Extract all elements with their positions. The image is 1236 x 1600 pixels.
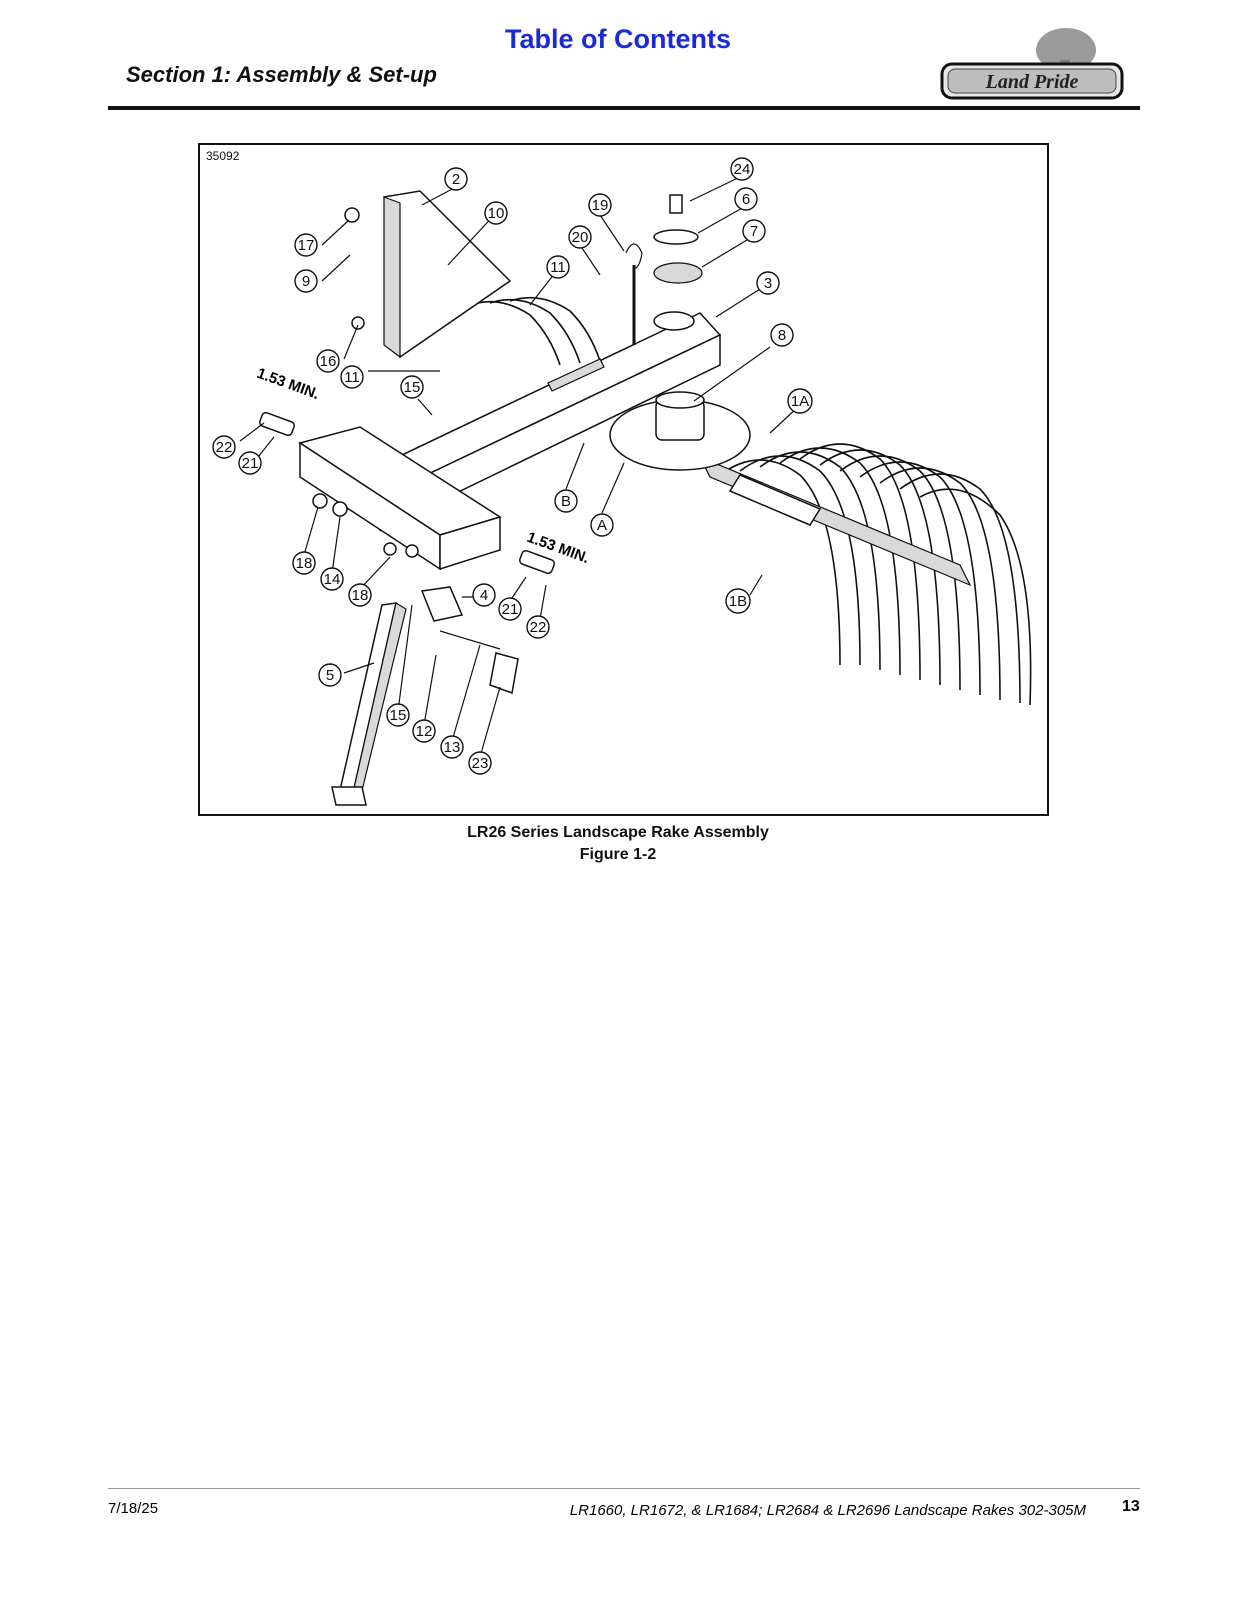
callout-18-left: 18 [292,551,316,575]
stand-bracket [420,586,464,622]
svg-text:24: 24 [734,161,751,178]
beam-decal [547,358,605,392]
figure-caption-number: Figure 1-2 [579,846,657,863]
page-number: 13 [1122,1498,1140,1515]
callout-18-right: 18 [348,583,372,607]
svg-text:8: 8 [778,327,786,344]
callout-labels: 2 10 17 9 19 20 11 24 6 7 3 16 11 15 8 1… [212,157,813,775]
callout-21-right: 21 [498,597,522,621]
callout-15-top: 15 [400,375,424,399]
callout-22-left: 22 [212,435,236,459]
callout-4: 4 [472,583,496,607]
svg-text:7: 7 [750,223,758,240]
svg-text:11: 11 [344,369,360,386]
pin-21-right [519,549,555,575]
svg-text:22: 22 [216,439,233,456]
callout-7: 7 [742,219,766,243]
rake-center-plate [728,474,822,526]
callout-1b: 1B [725,588,751,614]
svg-text:5: 5 [326,667,334,684]
logo-text: Land Pride [985,71,1079,93]
svg-text:15: 15 [404,379,421,396]
svg-text:18: 18 [296,555,313,572]
footer-date: 7/18/25 [108,1500,159,1517]
svg-text:4: 4 [480,587,488,604]
figure-caption-title: LR26 Series Landscape Rake Assembly [467,824,769,841]
callout-a: A [590,513,614,537]
callout-19: 19 [588,193,612,217]
handle [489,652,519,695]
svg-text:10: 10 [488,205,505,222]
callout-20: 20 [568,225,592,249]
svg-text:1A: 1A [791,393,809,410]
callout-24: 24 [730,157,754,181]
land-pride-logo: Land Pride [940,28,1124,100]
svg-text:18: 18 [352,587,369,604]
header-rule [108,106,1140,110]
callout-10: 10 [484,201,508,225]
svg-text:19: 19 [592,197,609,214]
svg-text:B: B [561,493,571,510]
table-of-contents-link[interactable]: Table of Contents [505,24,731,54]
footer-rule [108,1488,1140,1489]
svg-text:A: A [597,517,607,534]
svg-text:2: 2 [452,171,460,188]
section-title: Section 1: Assembly & Set-up [126,62,437,87]
callout-13: 13 [440,735,464,759]
svg-text:17: 17 [298,237,315,254]
callout-5: 5 [318,663,342,687]
callout-23: 23 [468,751,492,775]
svg-text:11: 11 [550,259,566,276]
rake-assembly-diagram: 1.53 MIN. 1.53 MIN. [212,157,1032,806]
svg-text:20: 20 [572,229,589,246]
figure-id: 35092 [206,149,240,163]
callout-6: 6 [734,187,758,211]
leader-lines [239,176,799,758]
callout-21-left: 21 [238,451,262,475]
callout-14: 14 [320,567,344,591]
callout-3: 3 [756,271,780,295]
svg-text:6: 6 [742,191,750,208]
svg-text:12: 12 [416,723,433,740]
svg-text:21: 21 [242,455,259,472]
callout-12: 12 [412,719,436,743]
callout-17: 17 [294,233,318,257]
svg-text:15: 15 [390,707,407,724]
svg-text:16: 16 [320,353,337,370]
callout-11-mid: 11 [340,365,364,389]
svg-text:13: 13 [444,739,461,756]
callout-11-top: 11 [546,255,570,279]
dimension-label-left: 1.53 MIN. [255,365,322,403]
svg-text:22: 22 [530,619,547,636]
beam-swivel-hole [653,311,695,331]
pin-21-left [259,411,295,437]
callout-9: 9 [294,269,318,293]
callout-15-bottom: 15 [386,703,410,727]
svg-text:23: 23 [472,755,489,772]
callout-b: B [554,489,578,513]
rake-tines [469,296,1032,706]
footer-document-title: LR1660, LR1672, & LR1684; LR2684 & LR269… [569,1502,1086,1519]
callout-8: 8 [770,323,794,347]
svg-text:14: 14 [324,571,341,588]
callout-2: 2 [444,167,468,191]
callout-22-right: 22 [526,615,550,639]
figure-box: 35092 [198,143,1049,816]
svg-text:9: 9 [302,273,310,290]
svg-text:1B: 1B [729,593,747,610]
callout-1a: 1A [787,388,813,414]
svg-text:21: 21 [502,601,519,618]
svg-text:3: 3 [764,275,772,292]
callout-16: 16 [316,349,340,373]
